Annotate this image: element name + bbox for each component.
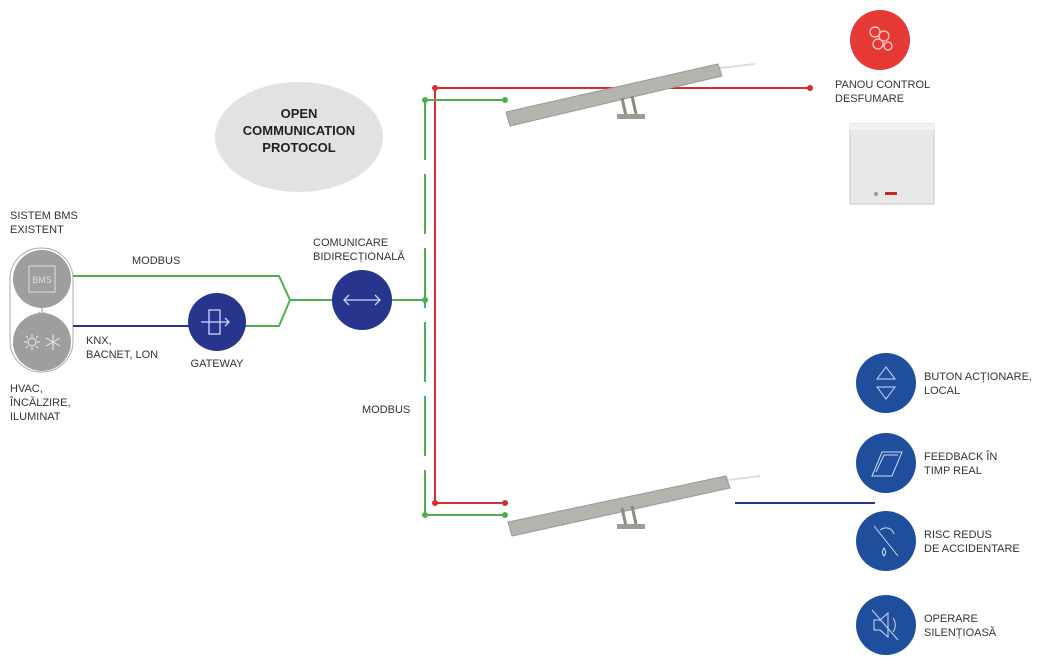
smoke-panel-line2: DESFUMARE [835,93,904,105]
bms-title-line2: EXISTENT [10,224,64,236]
feature-silent-operation: OPERARE SILENȚIOASĂ [856,595,997,655]
smoke-control-panel-node [850,10,910,70]
feature-label-line2: DE ACCIDENTARE [924,543,1020,555]
bidirectional-line1: COMUNICARE [313,237,388,249]
feature-local-button: BUTON ACȚIONARE, LOCAL [856,353,1032,413]
protocol-line3: PROTOCOL [262,140,335,155]
window-feedback-icon [871,451,903,477]
window-actuator-bottom [507,475,761,537]
open-communication-protocol-bubble: OPEN COMMUNICATION PROTOCOL [215,82,383,192]
hvac-line2: ÎNCĂLZIRE, [9,396,71,409]
feature-label-line2: SILENȚIOASĂ [924,626,997,639]
feature-reduced-injury: RISC REDUS DE ACCIDENTARE [856,511,1020,571]
gateway-label: GATEWAY [191,358,245,370]
feature-label-line2: TIMP REAL [924,465,982,477]
modbus-vertical-label: MODBUS [362,404,410,416]
knx-label-line1: KNX, [86,335,112,347]
bidirectional-node [332,270,392,330]
gateway-node [188,293,246,351]
snowflake-icon [45,334,61,350]
feature-realtime-feedback: FEEDBACK ÎN TIMP REAL [856,433,997,493]
junction-dots [422,97,508,518]
no-hand-injury-icon [873,525,899,557]
up-down-arrows-icon [876,366,896,400]
protocol-line1: OPEN [281,106,318,121]
modbus-link [73,275,292,327]
feature-label-line1: FEEDBACK ÎN [924,450,997,463]
double-arrow-icon [343,294,381,306]
protocol-line2: COMMUNICATION [243,123,355,138]
gateway-icon [201,309,230,335]
feature-label-line1: RISC REDUS [924,529,992,541]
window-actuator-top [505,63,756,127]
bidirectional-line2: BIDIRECȚIONALĂ [313,250,405,263]
control-panel-box [849,123,935,205]
bms-icon-text: BMS [32,275,52,285]
muted-speaker-icon [871,609,899,641]
modbus-top-label: MODBUS [132,255,180,267]
feature-label-line1: BUTON ACȚIONARE, [924,371,1032,383]
feature-label-line2: LOCAL [924,385,960,397]
smoke-panel-line1: PANOU CONTROL [835,79,930,91]
hvac-line3: ILUMINAT [10,411,61,423]
bms-title-line1: SISTEM BMS [10,210,78,222]
bms-system-node: BMS [9,247,74,373]
knx-label-line2: BACNET, LON [86,349,158,361]
hvac-line1: HVAC, [10,383,43,395]
connection-lines [73,87,875,516]
feature-label-line1: OPERARE [924,613,978,625]
sun-icon [24,334,40,350]
smoke-icon [869,26,893,51]
bms-icon [28,265,56,293]
